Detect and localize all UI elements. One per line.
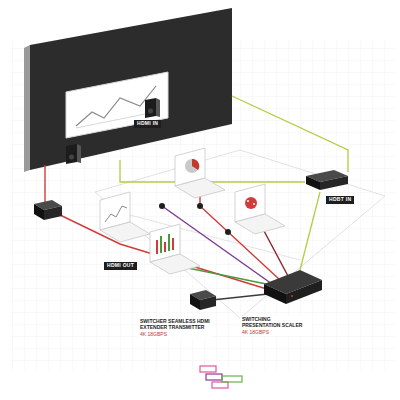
bar bbox=[156, 240, 158, 254]
device-front bbox=[306, 176, 320, 190]
cable-junction bbox=[197, 203, 203, 209]
laptop-base bbox=[235, 214, 285, 234]
laptop bbox=[175, 148, 225, 198]
speaker-cone bbox=[69, 155, 74, 160]
speaker-side bbox=[77, 144, 81, 163]
device-side bbox=[286, 280, 322, 304]
spec-text: 4K 18GBPS bbox=[242, 330, 310, 336]
node-text: HDMI IN bbox=[137, 121, 158, 127]
laptop bbox=[235, 184, 285, 234]
laptop-base bbox=[100, 222, 150, 242]
cable-junction bbox=[159, 203, 165, 209]
device-front bbox=[190, 294, 200, 310]
presentation-scaler bbox=[264, 270, 322, 304]
hdbt-cable bbox=[120, 160, 305, 182]
node-text: SWITCHER SEAMLESS HDMI EXTENDER TRANSMIT… bbox=[140, 319, 210, 331]
status-led bbox=[291, 295, 293, 297]
chart-dot bbox=[253, 203, 255, 205]
network-line bbox=[95, 150, 385, 318]
device-caption: SWITCHER SEAMLESS HDMI EXTENDER TRANSMIT… bbox=[138, 318, 212, 338]
hdbt-cable bbox=[232, 96, 348, 172]
port-label: HDBT IN bbox=[326, 196, 354, 204]
cable-tags bbox=[200, 366, 242, 388]
port-label: HDMI OUT bbox=[104, 262, 137, 270]
speaker-side bbox=[156, 98, 160, 117]
hdmi-cable bbox=[178, 266, 276, 286]
device-front bbox=[264, 284, 286, 304]
device-front bbox=[34, 204, 44, 220]
pie-chart bbox=[185, 159, 199, 173]
port-label: HDMI IN bbox=[134, 120, 161, 128]
pie-slice bbox=[192, 159, 199, 170]
laptop-base bbox=[150, 254, 200, 274]
hdmi-cable bbox=[44, 165, 45, 202]
cable-tag bbox=[206, 374, 222, 380]
laptop-base bbox=[175, 178, 225, 198]
hdbt-cable bbox=[300, 192, 320, 270]
speaker-front bbox=[66, 144, 77, 164]
speaker bbox=[66, 144, 81, 164]
speaker-front bbox=[145, 98, 156, 118]
bar bbox=[172, 238, 174, 250]
node-text: HDBT IN bbox=[329, 197, 351, 203]
cable-tag bbox=[200, 366, 216, 372]
wall-side bbox=[24, 45, 30, 172]
device-side bbox=[44, 206, 62, 220]
cable-tag bbox=[212, 382, 228, 388]
node-text: HDMI OUT bbox=[107, 263, 134, 269]
laptop bbox=[100, 192, 150, 242]
bar bbox=[160, 236, 162, 253]
speaker bbox=[145, 98, 160, 118]
cable-junction bbox=[225, 229, 231, 235]
hdbt-receiver bbox=[34, 200, 62, 220]
node-text: SWITCHING PRESENTATION SCALER bbox=[242, 317, 310, 329]
bar bbox=[164, 242, 166, 252]
device-side bbox=[320, 176, 348, 190]
hdbt-device bbox=[306, 170, 348, 190]
bar bbox=[168, 234, 170, 251]
cable-tag bbox=[222, 376, 242, 382]
projection-screen bbox=[66, 72, 168, 138]
device-caption: SWITCHING PRESENTATION SCALER4K 18GBPS bbox=[240, 316, 312, 336]
display-wall bbox=[30, 8, 232, 170]
spec-text: 4K 18GBPS bbox=[140, 332, 210, 338]
chart-dot bbox=[245, 197, 257, 209]
laptop bbox=[150, 224, 200, 274]
hdmi-transmitter bbox=[190, 290, 216, 310]
hdmi-cable bbox=[212, 294, 268, 300]
chart-dot bbox=[247, 200, 249, 202]
laptop-chart bbox=[105, 206, 127, 222]
speaker-cone bbox=[148, 109, 153, 114]
device-side bbox=[200, 296, 216, 310]
